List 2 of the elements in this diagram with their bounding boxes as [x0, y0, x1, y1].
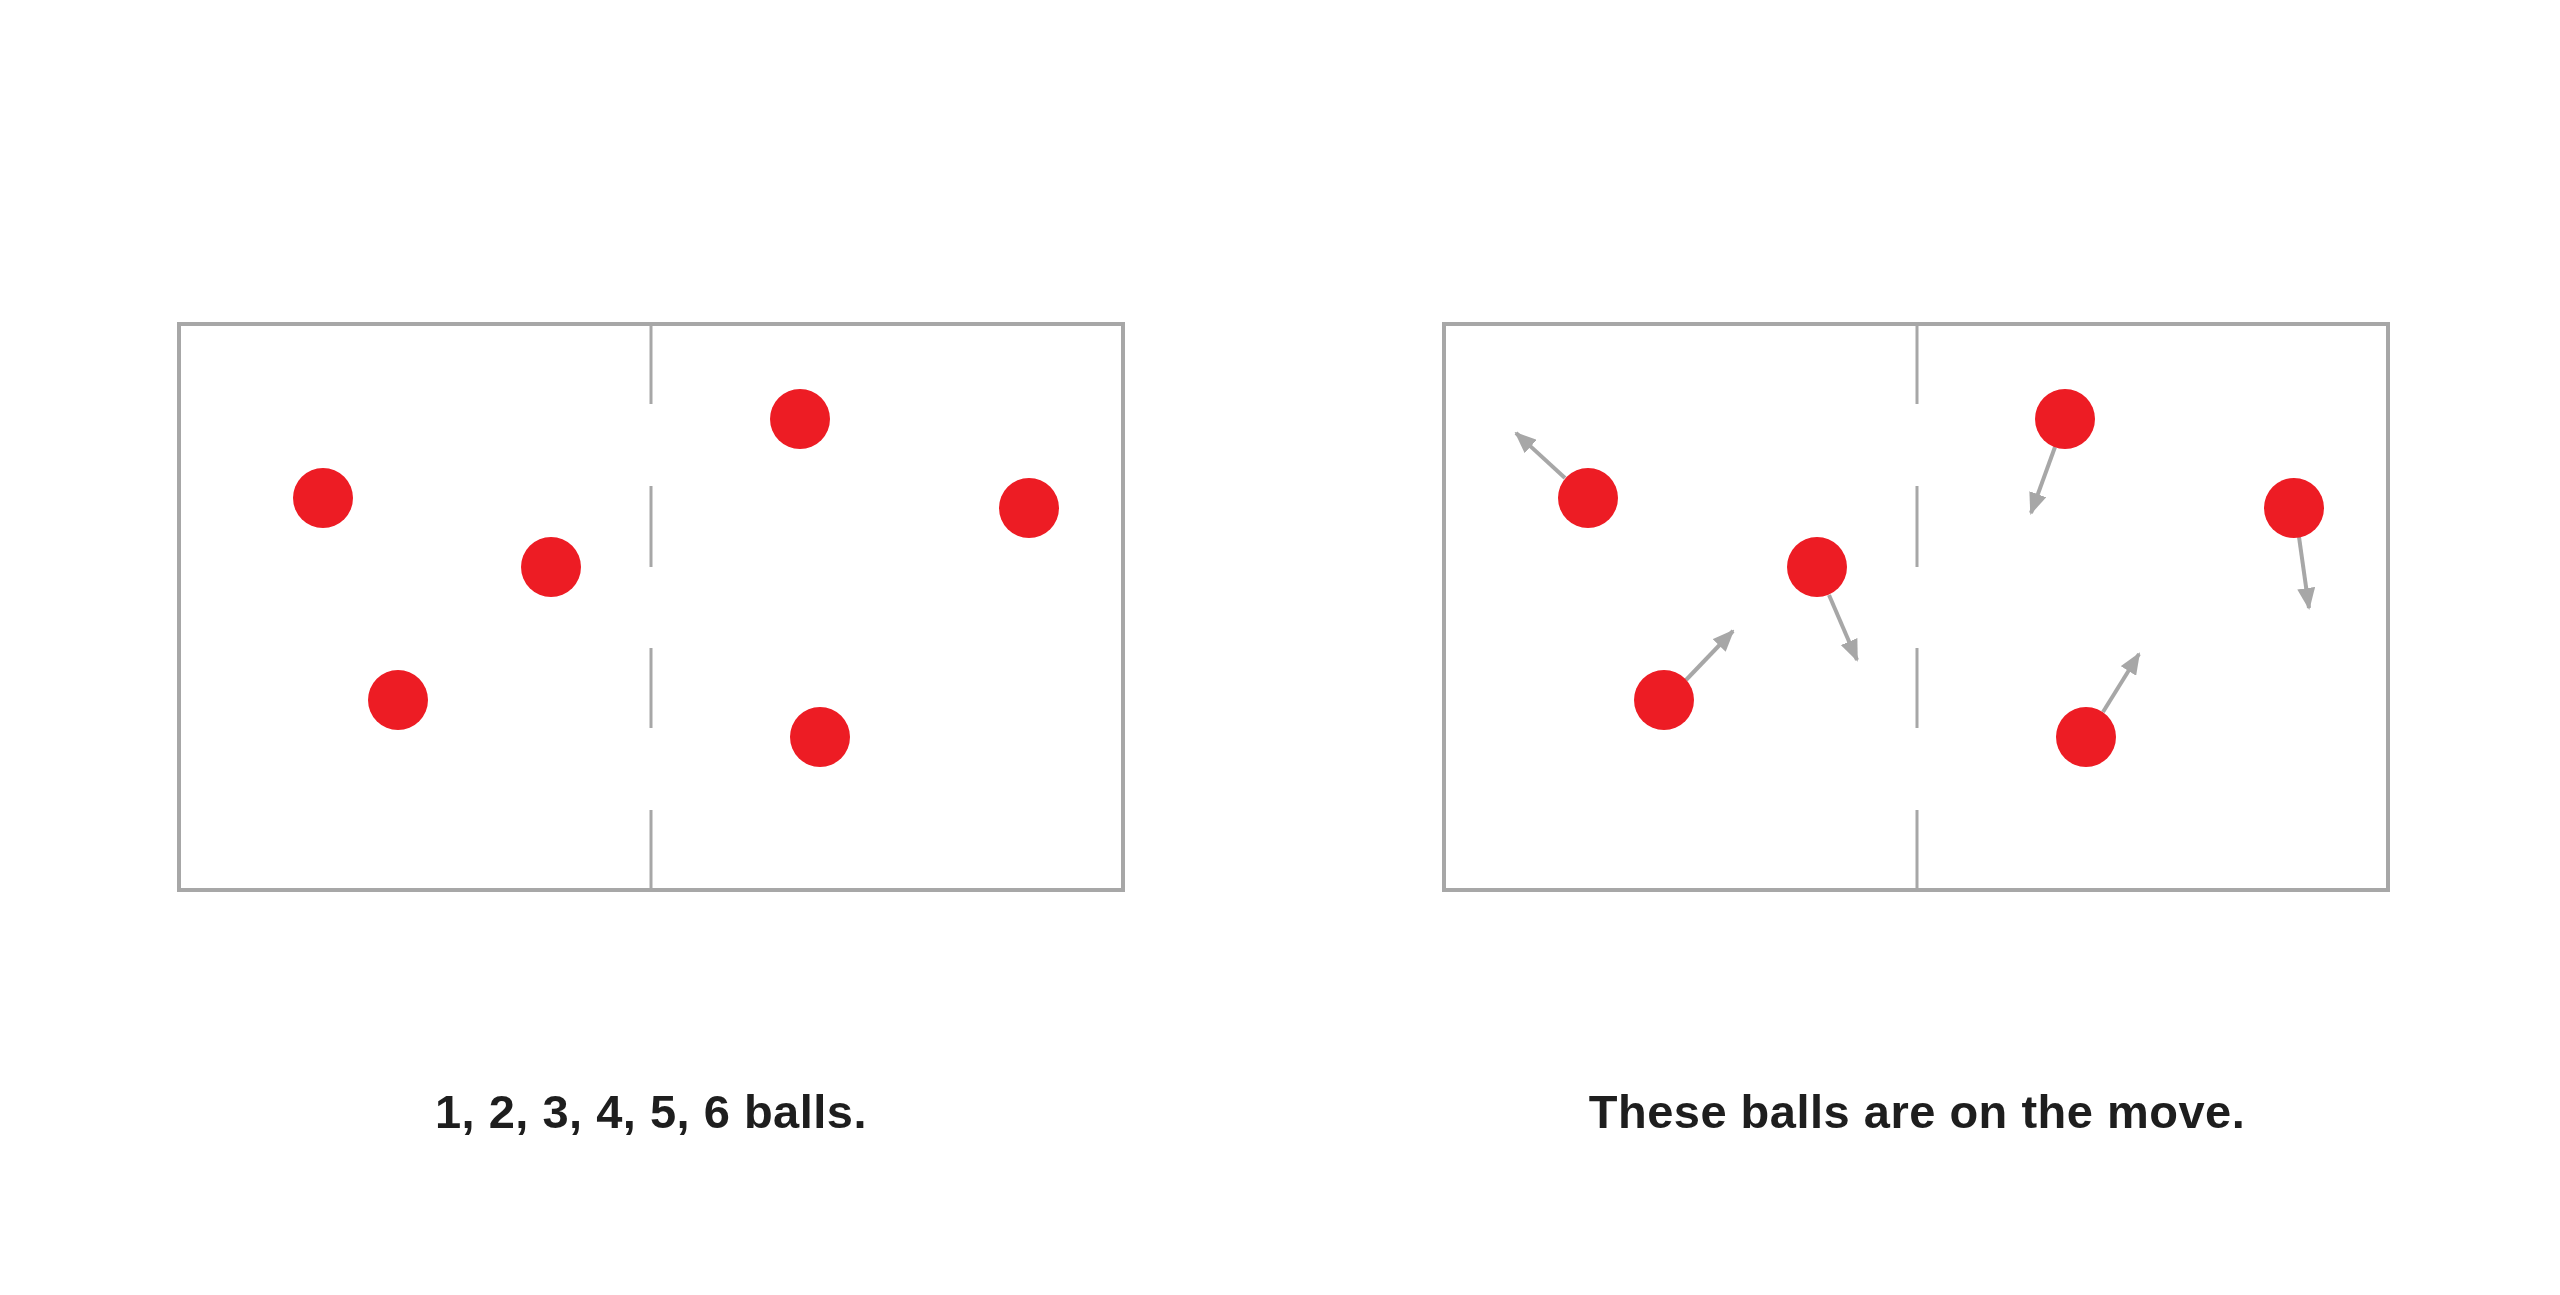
caption: 1, 2, 3, 4, 5, 6 balls. [434, 1088, 868, 1135]
caption: These balls are on the move. [1588, 1088, 2246, 1135]
